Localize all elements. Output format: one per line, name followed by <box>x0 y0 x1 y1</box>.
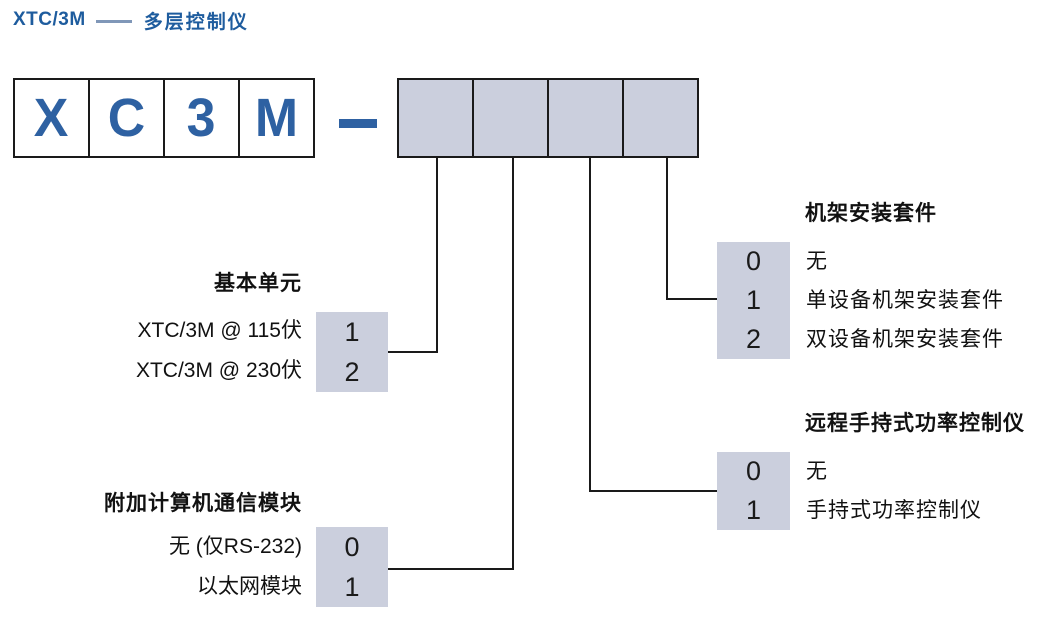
option-value-cell: 1 <box>344 572 360 602</box>
code-letter: X <box>34 88 69 148</box>
connector-line-comm-module-horizontal <box>388 568 514 570</box>
group-heading-comm-module: 附加计算机通信模块 <box>104 491 302 515</box>
page-title: XTC/3M 多层控制仪 <box>13 8 249 33</box>
connector-line-comm-module-vertical <box>512 158 514 570</box>
option-value-cell: 2 <box>745 324 762 354</box>
code-letter-cell: 3 <box>163 78 240 158</box>
option-labels-remote-controller: 无 手持式功率控制仪 <box>806 452 1056 530</box>
group-heading-rack-kit: 机架安装套件 <box>805 201 937 225</box>
option-label: XTC/3M @ 115伏 <box>137 319 302 342</box>
code-blank-cell-comm-module <box>472 78 549 158</box>
code-blank-cell-basic-unit <box>397 78 474 158</box>
option-value-cell: 1 <box>745 285 762 315</box>
option-labels-comm-module: 无 (仅RS-232) 以太网模块 <box>0 527 302 607</box>
title-product-name: 多层控制仪 <box>143 11 249 33</box>
option-label: 以太网模块 <box>197 575 302 598</box>
group-heading-basic-unit: 基本单元 <box>214 271 302 295</box>
option-label: 双设备机架安装套件 <box>806 327 1004 351</box>
option-value-cell: 0 <box>344 532 360 562</box>
option-label: 无 <box>806 249 828 273</box>
model-code-blank-boxes <box>397 78 699 158</box>
code-separator-dash-icon <box>339 119 377 128</box>
option-value-box-comm-module: 0 1 <box>316 527 388 607</box>
option-label: 手持式功率控制仪 <box>806 498 982 522</box>
connector-line-rack-kit-vertical <box>666 158 668 300</box>
code-blank-cell-remote-controller <box>547 78 624 158</box>
option-value-cell: 2 <box>344 357 360 387</box>
option-value-cell: 1 <box>745 495 762 525</box>
connector-line-remote-controller-horizontal <box>590 490 717 492</box>
option-value-cell: 0 <box>745 456 762 486</box>
code-blank-cell-rack-kit <box>622 78 699 158</box>
code-letter: C <box>107 88 146 148</box>
connector-line-basic-unit-horizontal <box>388 351 438 353</box>
option-label: XTC/3M @ 230伏 <box>135 359 302 382</box>
code-letter-cell: X <box>13 78 90 158</box>
option-value-cell: 0 <box>745 246 762 276</box>
connector-line-basic-unit-vertical <box>436 158 438 353</box>
code-letter-cell: M <box>238 78 315 158</box>
title-model-code: XTC/3M <box>13 9 86 30</box>
title-dash-line <box>95 19 132 23</box>
model-code-letter-boxes: X C 3 M <box>13 78 315 158</box>
option-value-cell: 1 <box>344 317 360 347</box>
code-letter: 3 <box>187 88 216 148</box>
connector-line-remote-controller-vertical <box>589 158 591 492</box>
option-value-box-remote-controller: 0 1 <box>717 452 790 530</box>
option-value-box-rack-kit: 0 1 2 <box>717 242 790 359</box>
option-label: 单设备机架安装套件 <box>806 288 1004 312</box>
option-label: 无 (仅RS-232) <box>168 535 302 558</box>
option-labels-basic-unit: XTC/3M @ 115伏 XTC/3M @ 230伏 <box>0 311 302 391</box>
option-labels-rack-kit: 无 单设备机架安装套件 双设备机架安装套件 <box>806 242 1056 359</box>
option-value-box-basic-unit: 1 2 <box>316 312 388 392</box>
connector-line-rack-kit-horizontal <box>667 298 717 300</box>
group-heading-remote-controller: 远程手持式功率控制仪 <box>805 411 1025 435</box>
code-letter-cell: C <box>88 78 165 158</box>
option-label: 无 <box>806 459 828 483</box>
code-letter: M <box>254 88 299 148</box>
